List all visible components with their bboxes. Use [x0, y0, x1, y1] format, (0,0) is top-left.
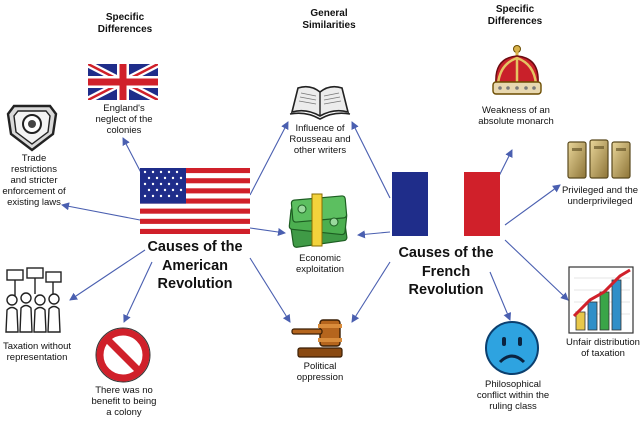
crown-icon: [492, 45, 542, 95]
arrow-fr-rousseau: [351, 121, 391, 199]
arrow-to-philosophical: [489, 271, 511, 321]
frown-face-icon: [485, 321, 539, 375]
union-jack-icon: [88, 64, 158, 100]
arrow-to-unfair: [504, 239, 569, 301]
arrow-to-taxation: [69, 249, 146, 301]
arrow-to-privileged: [504, 184, 561, 226]
arrow-am-economic: [249, 227, 286, 236]
french-specific-header: Specific Differences: [487, 4, 543, 27]
no-sign-icon: [95, 327, 151, 383]
money-stack-icon: [288, 193, 348, 248]
gavel-icon: [291, 319, 343, 358]
arrow-am-political: [249, 257, 291, 323]
us-flag-icon: [140, 168, 250, 234]
weak-monarch-label: Weakness of an absolute monarch: [478, 105, 554, 127]
no-benefit-label: There was no benefit to being a colony: [91, 385, 157, 418]
political-oppression-label: Political oppression: [296, 361, 344, 383]
american-specific-header: Specific Differences: [97, 12, 153, 35]
arrow-to-benefit: [123, 261, 153, 323]
england-neglect-label: England's neglect of the colonies: [95, 103, 153, 136]
taxation-label: Taxation without representation: [2, 341, 72, 363]
rising-bar-chart-icon: [568, 266, 634, 334]
gold-bars-icon: [567, 139, 631, 179]
police-badge-icon: [6, 104, 58, 152]
protest-crowd-icon: [5, 267, 62, 333]
american-hub-label: Causes of the American Revolution: [147, 239, 243, 293]
philosophical-conflict-label: Philosophical conflict within the ruling…: [476, 379, 550, 412]
economic-exploitation-label: Economic exploitation: [295, 253, 345, 275]
french-hub-label: Causes of the French Revolution: [398, 245, 494, 299]
arrow-fr-economic: [357, 230, 391, 239]
arrow-fr-political: [351, 261, 391, 323]
arrow-to-trade: [61, 202, 141, 221]
french-flag-icon: [392, 172, 500, 236]
unfair-taxation-label: Unfair distribution of taxation: [566, 337, 640, 359]
rousseau-label: Influence of Rousseau and other writers: [289, 123, 351, 156]
open-book-icon: [289, 85, 351, 120]
trade-restrictions-label: Trade restrictions and stricter enforcem…: [2, 153, 66, 208]
general-similarities-header: General Similarities: [302, 8, 356, 31]
privileged-label: Privileged and the underprivileged: [561, 185, 639, 207]
arrow-am-rousseau: [249, 121, 289, 196]
